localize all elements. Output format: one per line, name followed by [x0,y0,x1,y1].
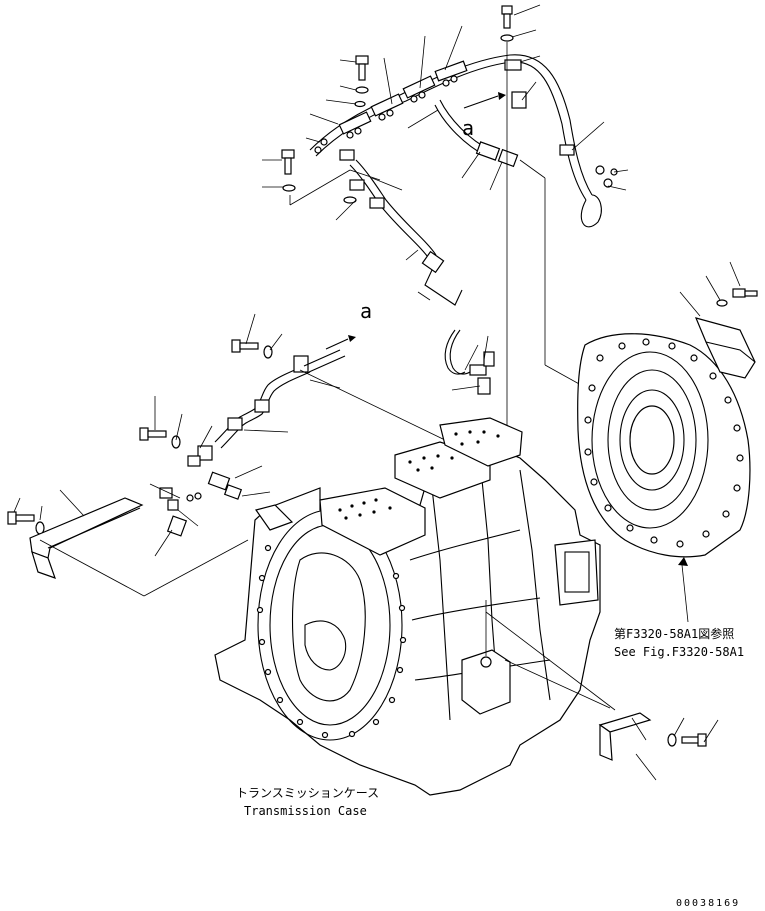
view-arrow-a-top [463,92,506,109]
transmission-case-label-jp: トランスミッションケース [236,786,379,800]
wiring-harness-top [309,54,618,306]
view-letter-a-mid: a [360,299,372,323]
leader-lines-top [262,4,629,460]
drawing-number: 00038169 [676,898,740,909]
bolts-middle [7,339,273,535]
reference-jp: 第F3320-58A1図参照 [614,626,734,641]
reference-en: See Fig.F3320-58A1 [614,645,744,659]
harness-connectors [314,60,468,154]
bolts-top [281,5,514,204]
valve-body-holes [338,430,500,520]
transmission-case-label-en: Transmission Case [244,804,367,818]
leader-lines-middle [13,313,489,597]
view-letter-a-top: a [462,116,474,140]
cover-plate-left [29,497,144,579]
transmission-case [214,417,601,796]
bracket-lower-right [485,611,719,781]
flange-cover [577,333,751,558]
flange-bolt-holes [584,338,744,548]
wiring-harness-middle [159,349,346,537]
view-arrow-a-mid [325,335,356,350]
bracket-upper-right [679,261,758,379]
